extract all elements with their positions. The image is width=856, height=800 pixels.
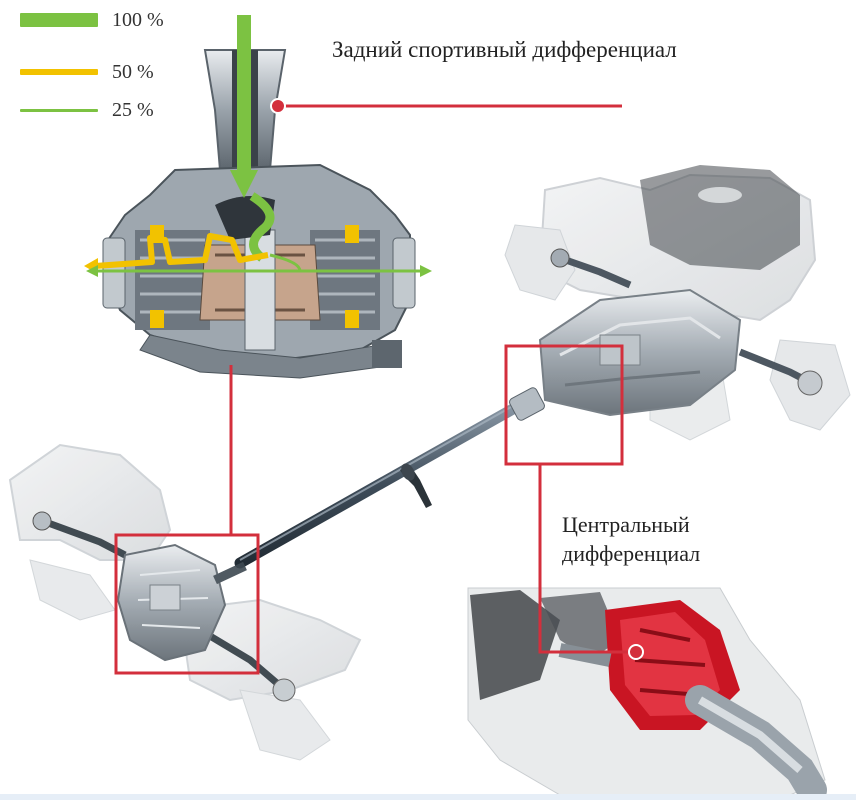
center-diff-label-line2: дифференциал xyxy=(562,541,701,566)
rear-chassis-ghost xyxy=(8,443,362,761)
legend-swatch-50 xyxy=(20,69,98,75)
center-differential-cutaway xyxy=(467,587,827,800)
center-diff-label-line1: Центральный xyxy=(562,512,690,537)
bottom-edge-strip xyxy=(0,794,856,800)
propeller-shaft xyxy=(234,387,545,569)
legend-row-25 xyxy=(20,100,98,120)
rear-sport-diff-label: Задний спортивный дифференциал xyxy=(332,37,677,62)
rear-axle-highlight-box xyxy=(114,533,260,675)
rear-sport-differential-cutaway xyxy=(102,49,416,379)
legend-swatch-25 xyxy=(20,108,98,112)
callout-markers xyxy=(114,104,634,675)
rear-diff-callout-dot xyxy=(270,98,286,114)
legend-label-50: 50 % xyxy=(112,61,154,83)
front-chassis-ghost xyxy=(504,165,851,441)
center-diff-highlight-box xyxy=(504,344,624,466)
legend-row-50 xyxy=(20,62,98,82)
legend-label-100: 100 % xyxy=(112,9,164,31)
legend-swatch-100 xyxy=(20,13,98,27)
legend-label-25: 25 % xyxy=(112,99,154,121)
center-diff-leader-line xyxy=(538,464,634,654)
torque-flow-arrows xyxy=(84,15,432,277)
center-diff-callout-dot xyxy=(628,644,644,660)
legend-row-100 xyxy=(20,10,98,30)
